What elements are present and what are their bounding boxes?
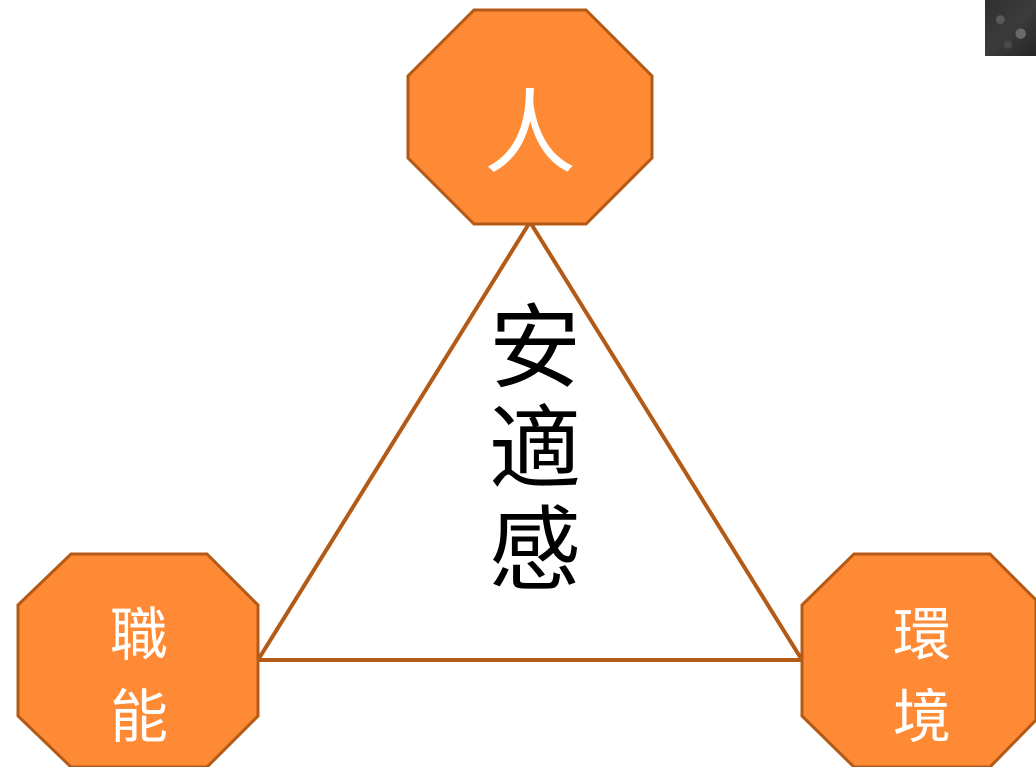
node-right-label: 環 境 [863, 594, 981, 759]
node-top-text: 人 [483, 80, 576, 187]
center-line3: 感 [488, 497, 581, 605]
center-label: 安 適 感 [470, 298, 600, 602]
node-right-octagon [800, 552, 1036, 767]
node-top-octagon [406, 8, 654, 226]
node-right-line2: 境 [892, 683, 951, 752]
triangle-edges [254, 218, 806, 662]
node-top-label: 人 [408, 88, 652, 180]
center-line1: 安 [488, 295, 581, 402]
node-left-line1: 職 [109, 601, 168, 669]
node-right-line1: 環 [892, 601, 951, 669]
node-left-octagon [16, 552, 260, 767]
node-left-line2: 能 [109, 683, 168, 752]
node-left-label: 職 能 [80, 594, 198, 759]
center-line2: 適 [488, 396, 581, 504]
corner-thumbnail-image [985, 0, 1036, 56]
